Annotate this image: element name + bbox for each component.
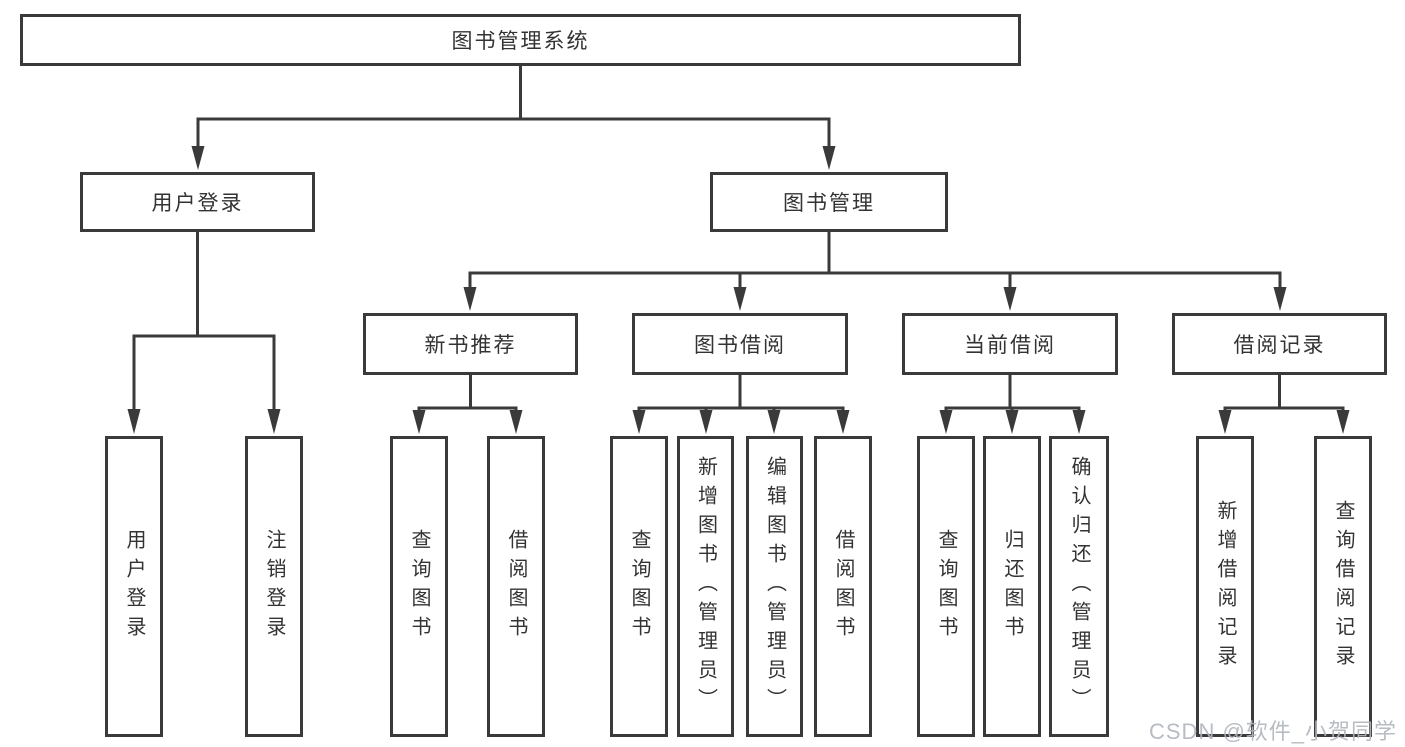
arrow-down-icon: [939, 410, 953, 434]
arrow-down-icon: [733, 287, 747, 311]
leaf-add-borrow-record: 新增借阅记录: [1196, 436, 1254, 737]
node-current-borrow-label: 当前借阅: [964, 334, 1056, 357]
arrow-down-icon: [1218, 410, 1232, 434]
arrow-heads: [127, 146, 1350, 434]
leaf-edit-books-admin: 编辑图书（管理员）: [746, 436, 803, 737]
arrow-down-icon: [191, 146, 205, 170]
arrow-down-icon: [632, 410, 646, 434]
arrow-down-icon: [1336, 410, 1350, 434]
csdn-watermark: CSDN @软件_小贺同学: [1149, 719, 1398, 744]
leaf-add-books-admin-label: 新增图书（管理员）: [694, 456, 717, 717]
leaf-query-borrow-record-label: 查询借阅记录: [1332, 499, 1354, 674]
book-mgmt-bracket: [468, 271, 1282, 288]
node-user-login: 用户登录: [80, 172, 315, 232]
leaf-borrow-books-label: 借阅图书: [832, 528, 854, 645]
level1-bracket: [196, 117, 831, 148]
leaf-query-books-recommend: 查询图书: [390, 436, 448, 737]
arrow-down-icon: [267, 409, 281, 434]
node-borrow-record: 借阅记录: [1172, 313, 1387, 375]
node-new-book-recommend: 新书推荐: [363, 313, 578, 375]
node-root: 图书管理系统: [20, 14, 1021, 66]
leaf-user-login: 用户登录: [105, 436, 163, 737]
arrow-down-icon: [1273, 287, 1287, 311]
node-new-book-recommend-label: 新书推荐: [424, 334, 517, 357]
node-book-management-label: 图书管理: [783, 192, 875, 215]
leaf-borrow-books-recommend-label: 借阅图书: [505, 528, 527, 645]
leaf-query-books-current: 查询图书: [917, 436, 975, 737]
leaf-confirm-return-admin: 确认归还（管理员）: [1049, 436, 1109, 737]
arrow-down-icon: [1005, 410, 1019, 434]
leaf-query-borrow-record: 查询借阅记录: [1314, 436, 1372, 737]
arrow-down-icon: [1072, 410, 1086, 434]
leaf-query-books-borrow-label: 查询图书: [628, 528, 650, 645]
arrow-down-icon: [509, 410, 523, 434]
leaf-borrow-books-recommend: 借阅图书: [487, 436, 545, 737]
recommend-bracket: [417, 406, 518, 411]
leaf-borrow-books: 借阅图书: [814, 436, 872, 737]
leaf-add-books-admin: 新增图书（管理员）: [677, 436, 734, 737]
node-book-borrow-label: 图书借阅: [694, 334, 786, 357]
leaf-return-books: 归还图书: [983, 436, 1041, 737]
leaf-confirm-return-admin-label: 确认归还（管理员）: [1068, 456, 1090, 717]
connector-paths: [132, 66, 1345, 411]
leaf-query-books-recommend-label: 查询图书: [408, 528, 430, 645]
borrow-bracket: [637, 406, 845, 411]
node-root-label: 图书管理系统: [451, 30, 590, 53]
arrow-down-icon: [463, 287, 477, 311]
leaf-query-books-borrow: 查询图书: [610, 436, 668, 737]
arrow-down-icon: [1003, 287, 1017, 311]
node-borrow-record-label: 借阅记录: [1233, 334, 1326, 357]
leaf-query-books-current-label: 查询图书: [935, 528, 957, 645]
arrow-down-icon: [767, 410, 781, 434]
record-bracket: [1223, 406, 1345, 411]
leaf-add-borrow-record-label: 新增借阅记录: [1214, 499, 1236, 674]
arrow-down-icon: [822, 146, 836, 170]
leaf-logout-label: 注销登录: [263, 528, 285, 645]
node-user-login-label: 用户登录: [151, 192, 244, 215]
node-book-management: 图书管理: [710, 172, 948, 232]
arrow-down-icon: [412, 410, 426, 434]
leaf-edit-books-admin-label: 编辑图书（管理员）: [763, 456, 786, 717]
user-login-bracket: [132, 334, 276, 410]
leaf-user-login-label: 用户登录: [123, 528, 145, 645]
arrow-down-icon: [699, 410, 713, 434]
node-current-borrow: 当前借阅: [902, 313, 1118, 375]
arrow-down-icon: [127, 409, 141, 434]
node-book-borrow: 图书借阅: [632, 313, 848, 375]
arrow-down-icon: [836, 410, 850, 434]
leaf-return-books-label: 归还图书: [1001, 528, 1023, 645]
leaf-logout: 注销登录: [245, 436, 303, 737]
